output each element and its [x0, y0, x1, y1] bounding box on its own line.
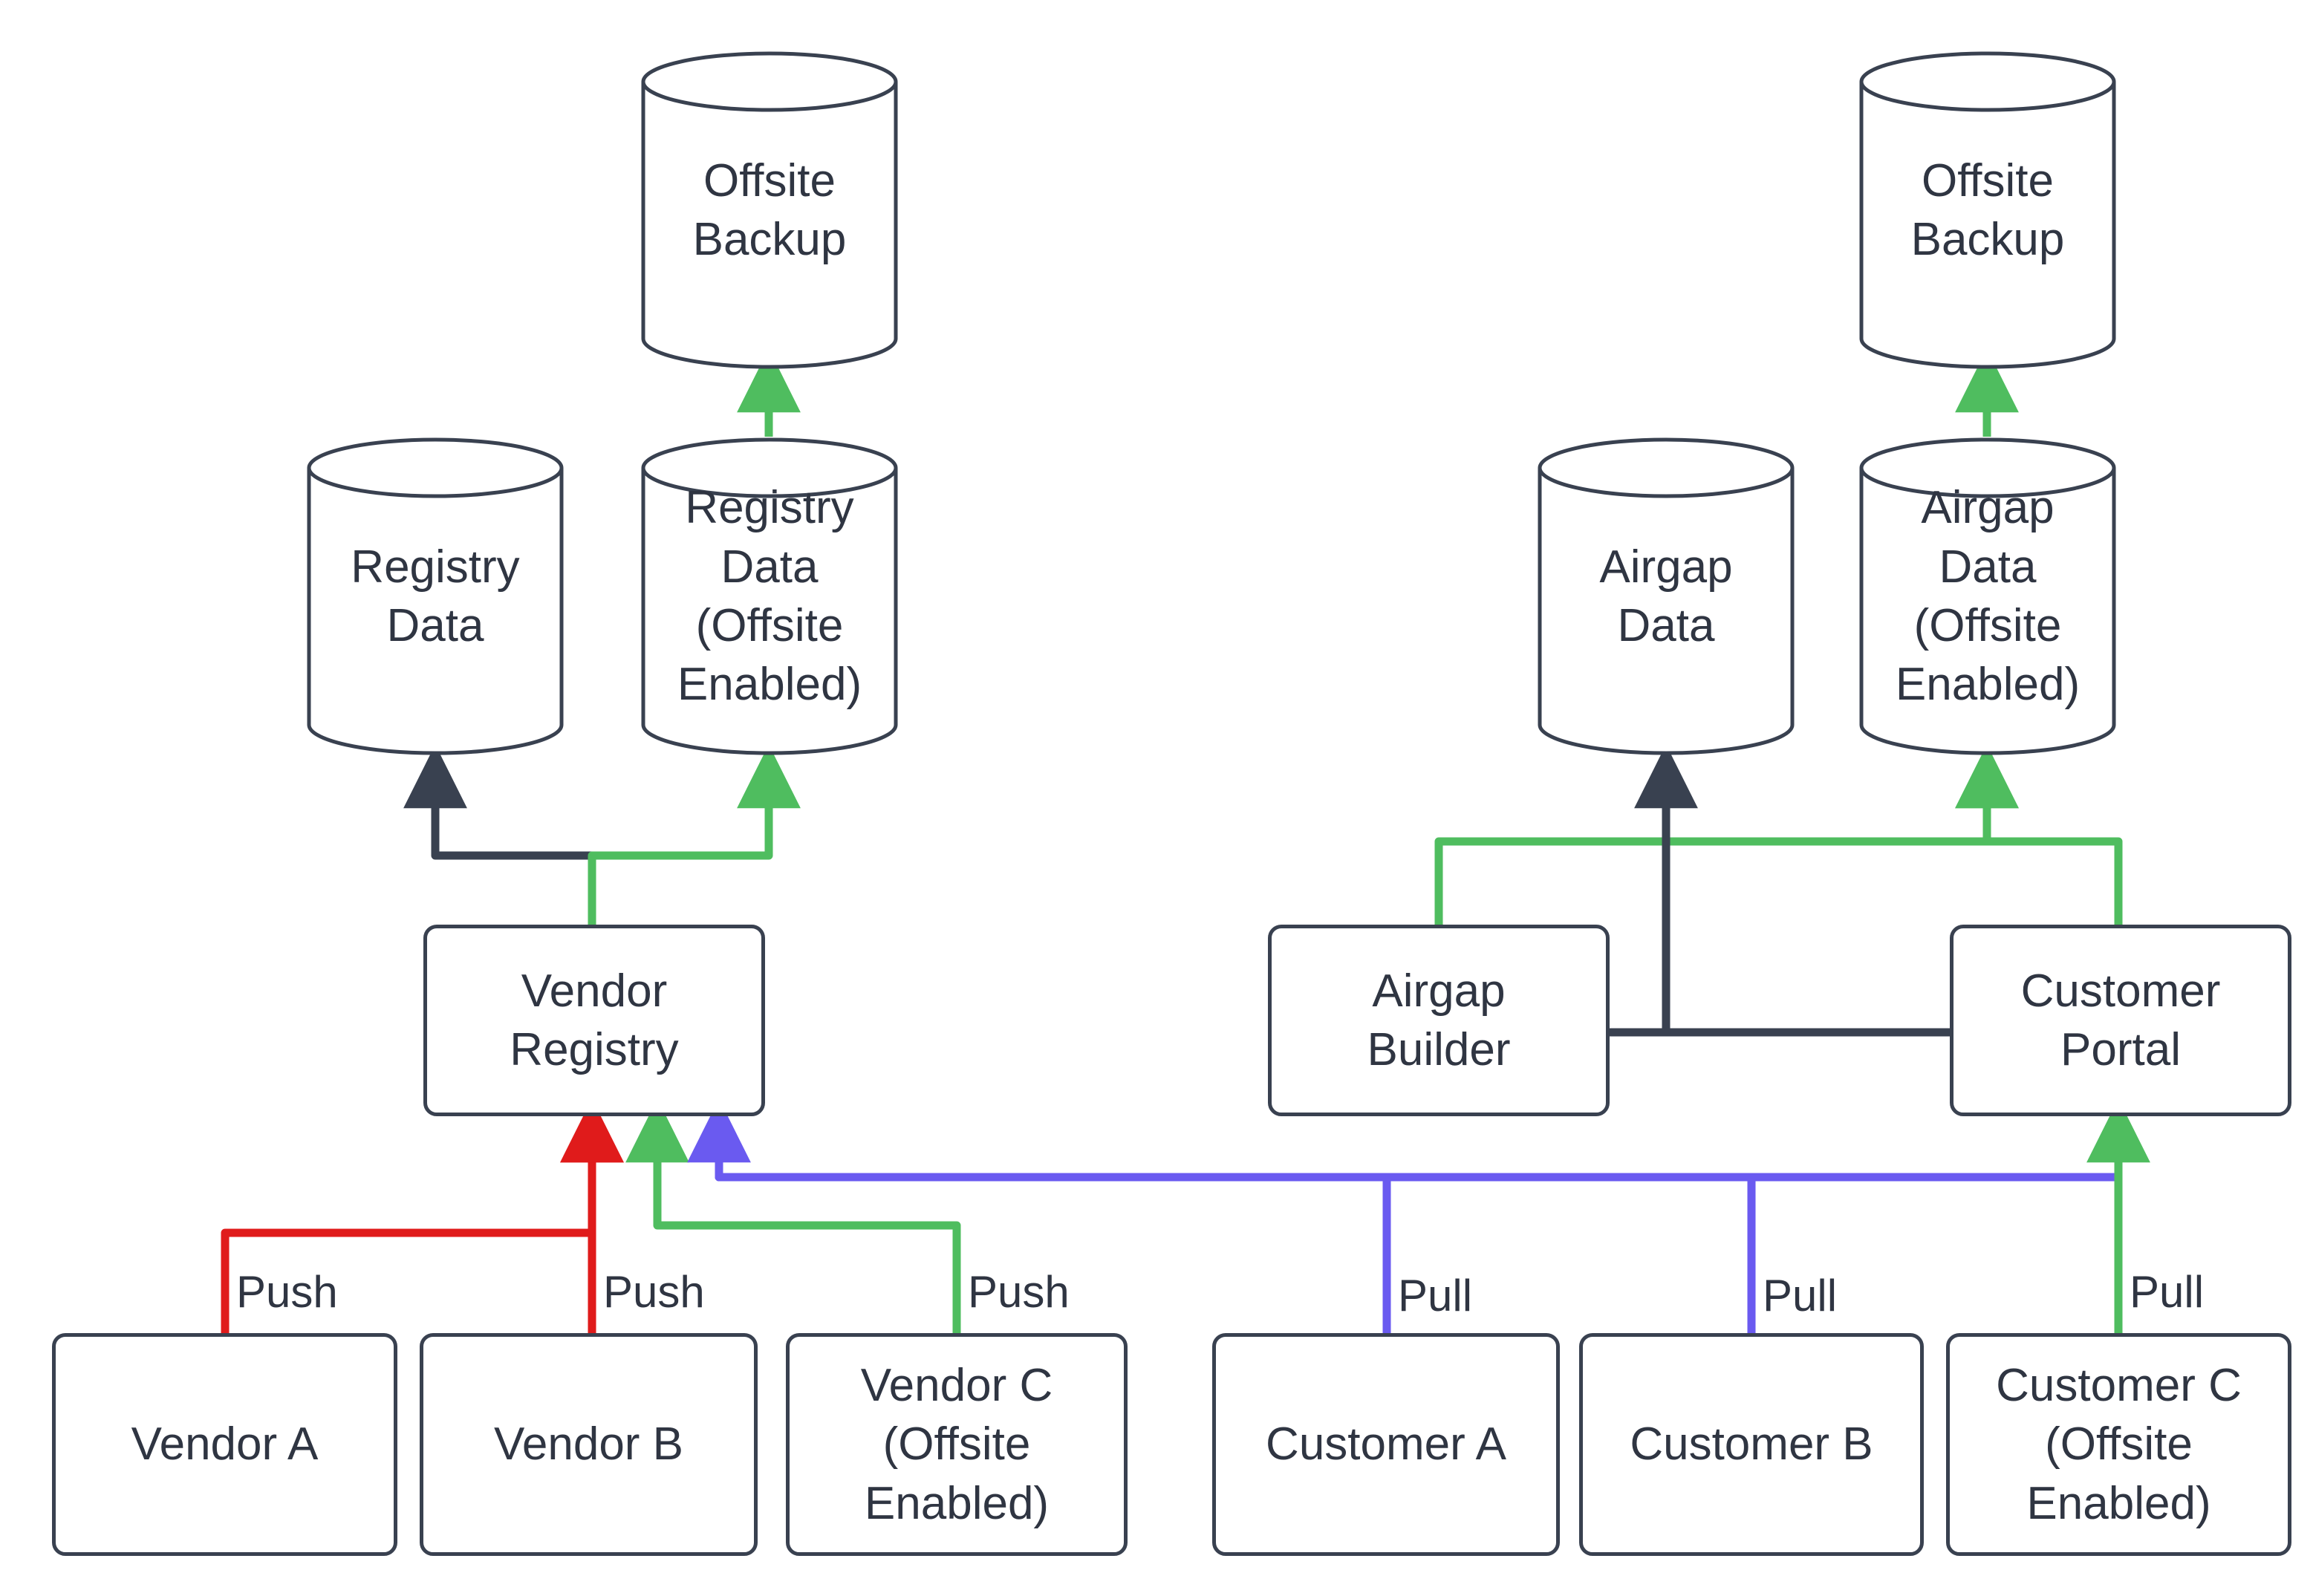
node-label: Vendor A — [131, 1419, 319, 1470]
node-vendor-c[interactable]: Vendor C (Offsite Enabled) — [786, 1333, 1128, 1556]
edge-label-customer-a-pull: Pull — [1398, 1271, 1473, 1320]
edge-label-customer-c-pull: Pull — [2130, 1267, 2205, 1317]
node-registry-data[interactable]: Registry Data — [306, 437, 565, 756]
edge-label-vendor-b-push: Push — [603, 1267, 705, 1317]
cylinder-shape — [1538, 437, 1795, 755]
node-label: Customer A — [1266, 1419, 1506, 1470]
edge-vendor-registry-to-registry-data-offsite — [588, 744, 801, 929]
node-registry-data-offsite[interactable]: Registry Data (Offsite Enabled) — [640, 437, 899, 756]
node-customer-a[interactable]: Customer A — [1212, 1333, 1560, 1556]
node-label: Airgap Data (Offsite Enabled) — [1895, 482, 2081, 711]
edge-label-vendor-c-push: Push — [968, 1267, 1070, 1317]
node-customer-portal[interactable]: Customer Portal — [1950, 925, 2291, 1116]
edge-airgap-builder-to-airgap-data-offsite — [1434, 744, 2019, 929]
edge-vendor-registry-to-registry-data — [403, 744, 596, 929]
node-label: Offsite Backup — [1910, 154, 2065, 265]
edge-customer-portal-to-airgap-data — [1634, 744, 1955, 1037]
edge-airgap-builder-to-airgap-data — [1606, 778, 1670, 1037]
edge-customer-portal-to-airgap-data-offsite — [1955, 744, 2123, 929]
node-label: Vendor B — [493, 1419, 684, 1470]
node-offsite-backup-right[interactable]: Offsite Backup — [1858, 51, 2117, 370]
node-offsite-backup-left[interactable]: Offsite Backup — [640, 51, 899, 370]
cylinder-shape — [641, 51, 898, 369]
node-label: Airgap Data — [1599, 541, 1733, 651]
node-vendor-registry[interactable]: Vendor Registry — [423, 925, 765, 1116]
node-label: Registry Data (Offsite Enabled) — [677, 482, 862, 711]
node-airgap-data-offsite[interactable]: Airgap Data (Offsite Enabled) — [1858, 437, 2117, 756]
node-label: Customer B — [1630, 1419, 1873, 1470]
edge-label-vendor-a-push: Push — [236, 1267, 338, 1317]
node-vendor-a[interactable]: Vendor A — [52, 1333, 397, 1556]
node-label: Vendor C (Offsite Enabled) — [860, 1359, 1053, 1529]
cylinder-shape — [1859, 51, 2116, 369]
node-label: Airgap Builder — [1367, 965, 1511, 1075]
node-label: Vendor Registry — [510, 965, 679, 1075]
node-customer-b[interactable]: Customer B — [1579, 1333, 1924, 1556]
cylinder-shape — [307, 437, 564, 755]
node-vendor-b[interactable]: Vendor B — [420, 1333, 758, 1556]
node-airgap-data[interactable]: Airgap Data — [1537, 437, 1795, 756]
edge-label-customer-b-pull: Pull — [1763, 1271, 1838, 1320]
node-label: Registry Data — [351, 541, 520, 651]
edge-vendor-c-to-vendor-registry — [625, 1098, 961, 1338]
node-label: Offsite Backup — [692, 154, 847, 265]
node-label: Customer C (Offsite Enabled) — [1996, 1359, 2242, 1529]
node-label: Customer Portal — [2020, 965, 2221, 1075]
cylinder-shape — [1859, 437, 2116, 755]
node-customer-c[interactable]: Customer C (Offsite Enabled) — [1946, 1333, 2291, 1556]
node-airgap-builder[interactable]: Airgap Builder — [1268, 925, 1610, 1116]
cylinder-shape — [641, 437, 898, 755]
edge-customer-b-to-vendor-registry — [715, 1132, 1756, 1338]
